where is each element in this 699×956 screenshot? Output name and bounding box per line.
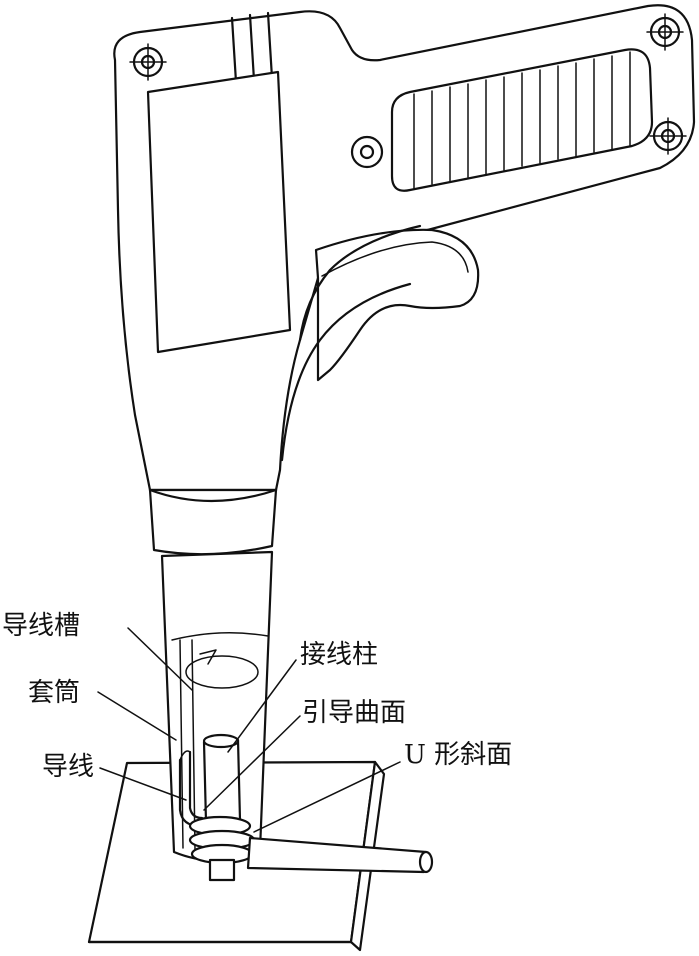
collar: [150, 490, 276, 554]
trigger: [316, 230, 478, 380]
label-sleeve: 套筒: [28, 680, 80, 706]
label-wire-groove: 导线槽: [2, 613, 80, 639]
terminal-post: [204, 735, 240, 822]
label-terminal-post: 接线柱: [300, 642, 378, 668]
label-guide-curve: 引导曲面: [302, 700, 406, 726]
label-u-slope: U 形斜面: [404, 742, 512, 768]
label-wire: 导线: [42, 754, 94, 780]
